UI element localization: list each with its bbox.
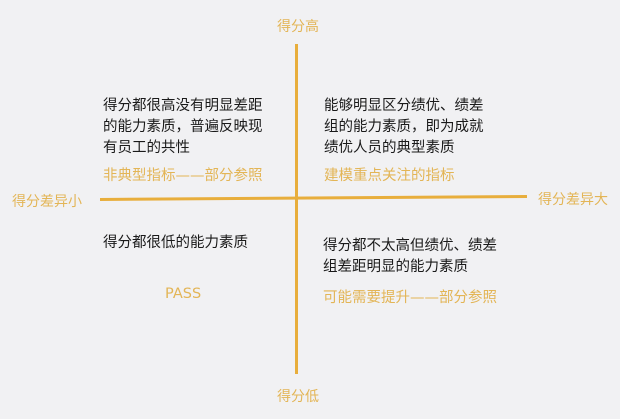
description-line: 得分都不太高但绩优、绩差 xyxy=(323,238,497,254)
axis-label-left: 得分差异小 xyxy=(12,194,82,210)
quadrant-bottom-right-tag: 可能需要提升——部分参照 xyxy=(323,290,497,306)
quadrant-bottom-right-description: 得分都不太高但绩优、绩差 组差距明显的能力素质 xyxy=(323,236,497,278)
description-line: 组差距明显的能力素质 xyxy=(323,259,468,275)
axis-label-top: 得分高 xyxy=(277,19,319,35)
axis-label-right: 得分差异大 xyxy=(538,192,608,208)
quadrant-top-right-tag: 建模重点关注的指标 xyxy=(324,168,455,184)
quadrant-top-right-description: 能够明显区分绩优、绩差 组的能力素质，即为成就 绩优人员的典型素质 xyxy=(324,96,484,159)
description-line: 得分都很低的能力素质 xyxy=(103,235,248,251)
description-line: 得分都很高没有明显差距 xyxy=(103,98,263,114)
quadrant-top-left-tag: 非典型指标——部分参照 xyxy=(103,168,263,184)
description-line: 能够明显区分绩优、绩差 xyxy=(324,98,484,114)
quadrant-bottom-left-tag: PASS xyxy=(165,286,202,302)
quadrant-top-left-description: 得分都很高没有明显差距 的能力素质，普遍反映现 有员工的共性 xyxy=(103,96,263,159)
horizontal-axis-line xyxy=(99,195,528,201)
description-line: 的能力素质，普遍反映现 xyxy=(103,119,263,135)
description-line: 绩优人员的典型素质 xyxy=(324,140,455,156)
description-line: 有员工的共性 xyxy=(103,140,190,156)
quadrant-bottom-left-description: 得分都很低的能力素质 xyxy=(103,233,248,254)
vertical-axis-line xyxy=(295,44,298,374)
description-line: 组的能力素质，即为成就 xyxy=(324,119,484,135)
axis-label-bottom: 得分低 xyxy=(277,389,319,405)
